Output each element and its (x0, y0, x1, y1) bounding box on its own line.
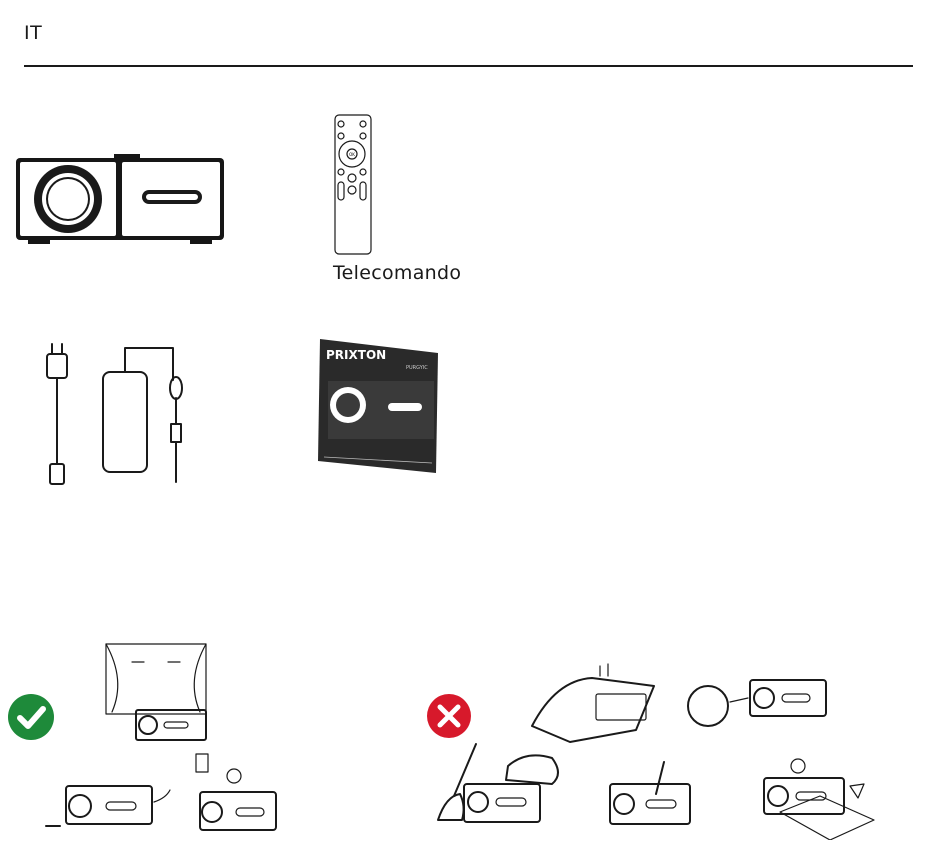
language-code: IT (24, 22, 42, 44)
correct-use-curtains-illustration (100, 640, 212, 746)
remote-ok-label: OK (349, 152, 355, 157)
incorrect-use-liquid-illustration (754, 756, 878, 840)
incorrect-use-dust-illustration (436, 740, 564, 826)
incorrect-use-tool-illustration (604, 758, 698, 836)
incorrect-use-cover-illustration (526, 660, 660, 746)
correct-use-unplug-illustration (42, 772, 182, 834)
correct-use-outlet-illustration (194, 752, 298, 834)
incorrect-use-eye-illustration (686, 656, 830, 748)
check-circle-icon (7, 693, 55, 741)
x-circle-icon (426, 693, 472, 739)
projector-illustration (14, 154, 226, 248)
user-manual-illustration: PRIXTON PURGYIC (316, 333, 442, 475)
remote-caption: Telecomando (333, 262, 461, 284)
header-divider (24, 65, 913, 67)
remote-control-illustration: OK (333, 114, 373, 256)
manual-model: PURGYIC (406, 365, 428, 371)
manual-brand: PRIXTON (326, 348, 386, 362)
power-adapter-illustration (40, 340, 200, 490)
